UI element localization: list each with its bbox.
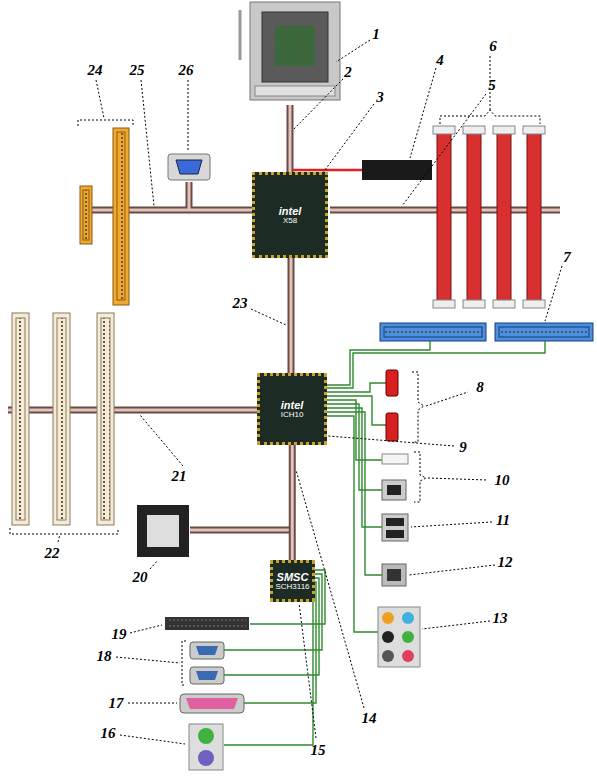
firewire-ports [382,454,408,500]
callout-number: 7 [563,249,571,266]
clock-chip [362,160,432,180]
bus-connector [292,445,293,560]
audio-jacks [378,607,420,667]
callout-number: 15 [311,742,326,759]
callout-number: 4 [436,52,444,69]
callout-number: 26 [179,62,194,79]
callout-number: 12 [498,554,513,571]
callout-number: 3 [376,89,384,106]
callout-number: 22 [45,545,60,562]
clock-wire [293,169,362,172]
memory-slots [433,126,545,308]
ps2-ports [189,724,223,770]
callout-number: 16 [101,725,116,742]
chip-label: intel [279,205,302,217]
serial-ports [190,642,224,684]
chip-label: SMSC [277,571,309,583]
bus-outline [8,105,560,530]
vga-port [168,154,210,180]
usb-ports [382,514,408,541]
ide-connectors [380,323,593,341]
callout-number: 17 [109,695,124,712]
callout-number: 19 [112,626,127,643]
signal-wires [224,341,545,745]
callout-number: 24 [88,62,103,79]
sata-ports [386,370,398,441]
cpu-socket [240,2,340,100]
callout-number: 20 [133,569,148,586]
bus-fill [8,105,560,530]
callout-number: 9 [459,439,467,456]
lan-port [382,564,406,586]
callout-number: 2 [344,64,352,81]
callout-number: 11 [496,512,510,529]
chip-label: ICH10 [281,411,304,420]
callout-number: 13 [493,610,508,627]
chip-box: intelICH10 [257,373,327,445]
chip-label: X58 [283,217,297,226]
bios-chip [137,505,189,557]
chip-box: SMSCSCH3116 [270,560,315,602]
chip-label: intel [281,399,304,411]
leader-lines [10,40,562,744]
callout-number: 23 [233,295,248,312]
callout-number: 8 [476,379,484,396]
callout-number: 6 [489,38,497,55]
callout-number: 5 [488,77,496,94]
chip-box: intelX58 [252,172,328,258]
floppy-header [165,617,249,630]
callout-number: 18 [97,648,112,665]
parallel-port [180,694,244,713]
callout-number: 1 [372,26,380,43]
bus-connector [291,258,292,373]
pci-slots [12,313,114,525]
callout-number: 21 [172,468,187,485]
chip-label: SCH3116 [275,583,309,592]
callout-number: 14 [362,710,377,727]
callout-number: 25 [130,62,145,79]
pcie-slots [80,128,129,305]
callout-number: 10 [495,472,510,489]
